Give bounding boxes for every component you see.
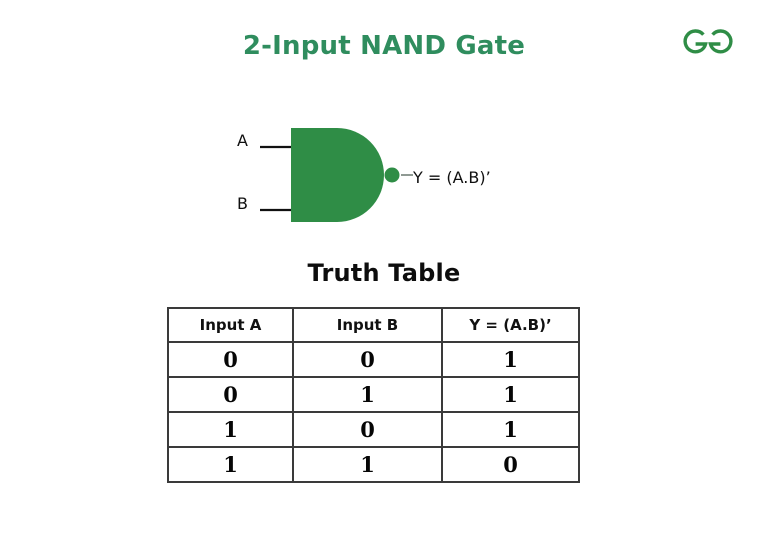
- table-header-row: Input A Input B Y = (A.B)’: [167, 307, 580, 343]
- cell-output: 0: [441, 446, 580, 483]
- output-expression-label: Y = (A.B)’: [413, 168, 491, 187]
- page-title: 2-Input NAND Gate: [242, 31, 526, 61]
- table-row: 0 0 1: [167, 341, 580, 378]
- cell-input-b: 1: [292, 446, 443, 483]
- cell-input-a: 1: [167, 411, 294, 448]
- table-row: 1 1 0: [167, 446, 580, 483]
- nand-gate-diagram: A B Y = (A.B)’: [0, 0, 768, 260]
- truth-table: Input A Input B Y = (A.B)’ 0 0 1 0 1 1 1…: [167, 307, 580, 483]
- column-header-output: Y = (A.B)’: [441, 307, 580, 343]
- cell-input-a: 0: [167, 341, 294, 378]
- input-a-label: A: [237, 131, 248, 150]
- cell-output: 1: [441, 411, 580, 448]
- cell-input-b: 0: [292, 411, 443, 448]
- table-row: 1 0 1: [167, 411, 580, 448]
- column-header-input-a: Input A: [167, 307, 294, 343]
- cell-output: 1: [441, 341, 580, 378]
- cell-output: 1: [441, 376, 580, 413]
- table-row: 0 1 1: [167, 376, 580, 413]
- cell-input-b: 1: [292, 376, 443, 413]
- cell-input-a: 1: [167, 446, 294, 483]
- cell-input-b: 0: [292, 341, 443, 378]
- column-header-input-b: Input B: [292, 307, 443, 343]
- cell-input-a: 0: [167, 376, 294, 413]
- input-b-label: B: [237, 194, 248, 213]
- nand-gate-symbol-icon: [260, 128, 413, 222]
- geeksforgeeks-logo-icon: [683, 29, 733, 54]
- truth-table-heading: Truth Table: [307, 259, 461, 287]
